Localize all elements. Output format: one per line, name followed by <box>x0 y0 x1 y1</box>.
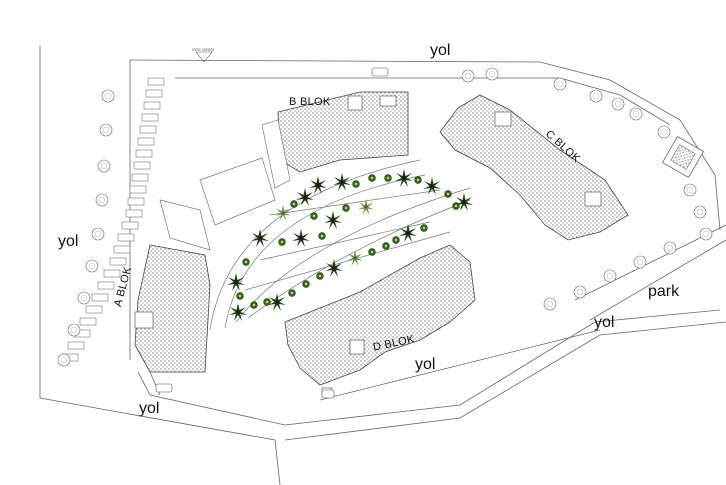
park-gazebo <box>662 136 704 178</box>
shrub-icon <box>290 200 298 208</box>
road-lines <box>39 45 726 485</box>
shrub-icon <box>384 174 392 182</box>
shrub-icon <box>242 258 250 266</box>
round-tree-icon <box>633 255 647 269</box>
round-tree-icon <box>611 97 625 111</box>
park-label: park <box>648 283 680 300</box>
palm-tree-icon <box>227 273 245 291</box>
shrub-icon <box>288 289 296 297</box>
d-blok-building <box>284 244 476 397</box>
site-entrance-label: SITE GIRIŞI <box>192 47 215 52</box>
shrub-icon <box>250 301 258 309</box>
shrub-icon <box>263 298 271 306</box>
round-tree-icon <box>693 205 707 219</box>
shrub-icon <box>236 292 244 300</box>
site-entrance-marker <box>195 51 213 63</box>
round-tree-icon <box>101 89 115 103</box>
round-tree-icon <box>95 193 109 207</box>
road-label-south: yol <box>415 356 436 373</box>
shrub-icon <box>352 180 360 188</box>
round-tree-icon <box>657 125 671 139</box>
round-tree-icon <box>461 69 475 83</box>
round-tree-icon <box>553 77 567 91</box>
round-tree-icon <box>97 159 111 173</box>
palm-tree-icon <box>347 250 363 266</box>
palm-tree-icon <box>324 211 342 229</box>
b-blok-building <box>261 91 409 189</box>
block-label-b: B BLOK <box>289 96 331 108</box>
road-label-southeast: yol <box>594 314 615 331</box>
round-tree-icon <box>683 183 697 197</box>
round-tree-icon <box>543 297 557 311</box>
round-tree-icon <box>67 323 81 337</box>
shrub-icon <box>392 236 400 244</box>
a-blok-building <box>134 244 211 373</box>
shrub-icon <box>420 224 428 232</box>
shrub-icon <box>316 272 324 280</box>
shrub-icon <box>444 190 452 198</box>
shrub-icon <box>414 176 422 184</box>
west-parking <box>61 77 165 362</box>
shrub-icon <box>368 174 376 182</box>
round-tree-icon <box>77 291 91 305</box>
shrub-icon <box>310 212 318 220</box>
shrub-icon <box>342 204 350 212</box>
shrub-icon <box>318 232 326 240</box>
shrub-icon <box>368 248 376 256</box>
round-tree-icon <box>91 227 105 241</box>
palm-tree-icon <box>325 259 343 277</box>
road-label-southwest: yol <box>139 400 160 417</box>
shrub-icon <box>278 238 286 246</box>
round-tree-icon <box>589 89 603 103</box>
shrub-icon <box>382 242 390 250</box>
palm-tree-icon <box>333 173 351 191</box>
palm-tree-icon <box>292 229 310 247</box>
road-label-north: yol <box>430 42 451 59</box>
palm-tree-icon <box>251 229 269 247</box>
road-label-west: yol <box>58 233 79 250</box>
round-tree-icon <box>57 353 71 367</box>
round-tree-icon <box>485 67 499 81</box>
cars <box>155 67 389 399</box>
palm-tree-icon <box>309 176 327 194</box>
round-tree-icon <box>663 241 677 255</box>
c-blok-building <box>439 94 629 241</box>
shrub-icon <box>452 202 460 210</box>
round-tree-icon <box>629 107 643 121</box>
round-tree-icon <box>699 227 713 241</box>
palm-tree-icon <box>399 224 417 242</box>
round-tree-icon <box>85 259 99 273</box>
round-tree-icon <box>99 123 113 137</box>
round-tree-icon <box>573 285 587 299</box>
shrub-icon <box>302 280 310 288</box>
round-tree-icon <box>603 269 617 283</box>
